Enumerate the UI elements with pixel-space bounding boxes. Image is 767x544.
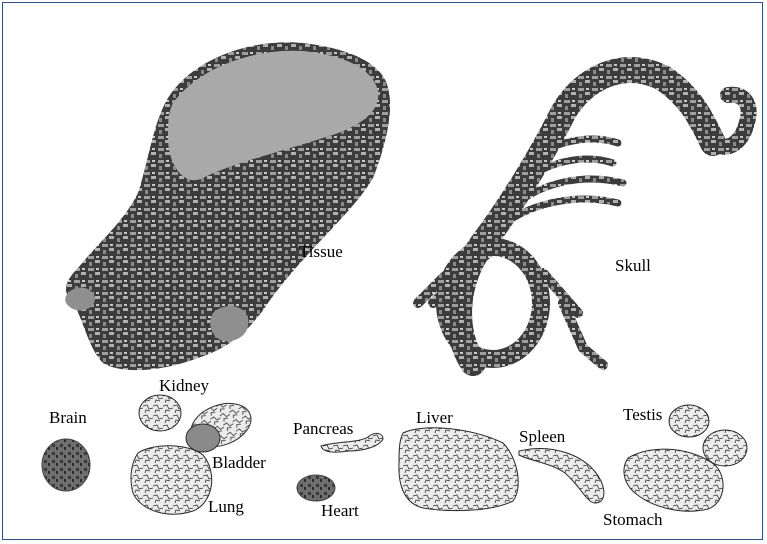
label-heart: Heart [321, 502, 359, 519]
label-testis: Testis [623, 406, 662, 423]
label-liver: Liver [416, 409, 453, 426]
skull-rendering [418, 70, 749, 365]
liver-rendering [399, 428, 518, 511]
label-lung: Lung [208, 498, 244, 515]
spleen-rendering [519, 449, 604, 503]
label-kidney: Kidney [159, 377, 209, 394]
label-brain: Brain [49, 409, 87, 426]
brain-rendering [42, 439, 90, 491]
bladder-rendering [186, 424, 220, 452]
label-spleen: Spleen [519, 428, 565, 445]
label-bladder: Bladder [212, 454, 266, 471]
label-skull: Skull [615, 257, 651, 274]
label-pancreas: Pancreas [293, 420, 353, 437]
label-stomach: Stomach [603, 511, 663, 528]
label-tissue: Tissue [299, 243, 343, 260]
tissue-rendering [65, 42, 390, 370]
heart-rendering [297, 475, 335, 501]
lung-rendering [131, 446, 212, 514]
